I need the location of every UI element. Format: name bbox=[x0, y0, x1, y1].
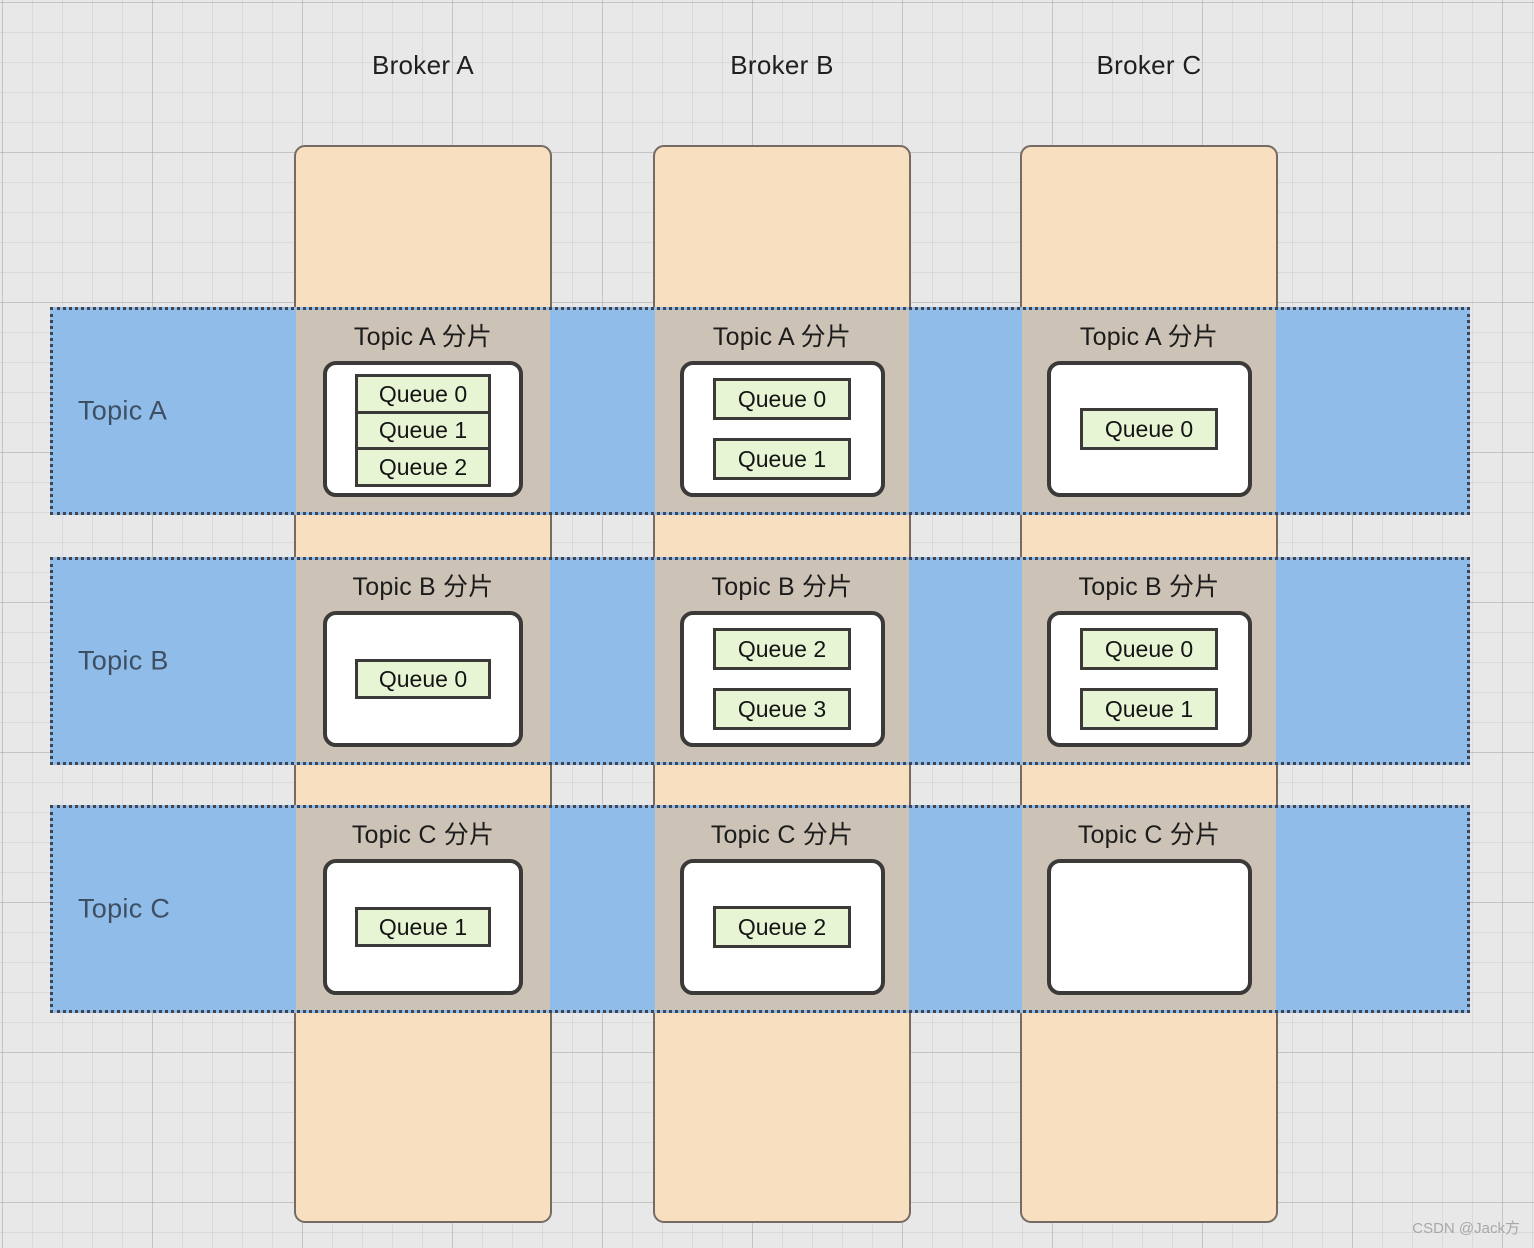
queue-box[interactable]: Queue 2 bbox=[713, 906, 851, 948]
shard-title: Topic C 分片 bbox=[710, 821, 854, 849]
queue-box[interactable]: Queue 0 bbox=[355, 374, 491, 415]
queue-box[interactable]: Queue 1 bbox=[355, 907, 491, 947]
queue-stack: Queue 0 bbox=[1080, 408, 1218, 450]
topic-label-a: Topic A bbox=[78, 395, 168, 426]
shard-title: Topic A 分片 bbox=[1079, 323, 1219, 351]
queue-stack: Queue 0 Queue 1 bbox=[713, 378, 851, 480]
shard-title: Topic C 分片 bbox=[351, 821, 495, 849]
queue-box[interactable]: Queue 3 bbox=[713, 688, 851, 730]
broker-label-b: Broker B bbox=[730, 50, 834, 80]
queue-box[interactable]: Queue 0 bbox=[355, 659, 491, 699]
queue-box[interactable]: Queue 2 bbox=[713, 628, 851, 670]
queue-box[interactable]: Queue 0 bbox=[1080, 628, 1218, 670]
queue-stack: Queue 2 Queue 3 bbox=[713, 628, 851, 730]
queue-stack: Queue 1 bbox=[355, 907, 491, 947]
shard-b-broker-c: Topic B 分片 Queue 0 Queue 1 bbox=[1020, 557, 1278, 765]
shard-container: Queue 0 Queue 1 bbox=[679, 361, 885, 497]
shard-title: Topic B 分片 bbox=[711, 573, 853, 601]
queue-box[interactable]: Queue 0 bbox=[1080, 408, 1218, 450]
topic-label-c: Topic C bbox=[78, 893, 171, 924]
shard-container: Queue 0 bbox=[323, 611, 523, 747]
shard-container: Queue 0 bbox=[1046, 361, 1252, 497]
queue-box[interactable]: Queue 1 bbox=[1080, 688, 1218, 730]
queue-box[interactable]: Queue 0 bbox=[713, 378, 851, 420]
shard-c-broker-c: Topic C 分片 bbox=[1020, 805, 1278, 1013]
shard-title: Topic C 分片 bbox=[1077, 821, 1221, 849]
shard-container: Queue 2 bbox=[679, 859, 885, 995]
broker-label-a: Broker A bbox=[371, 50, 475, 80]
queue-stack: Queue 2 bbox=[713, 906, 851, 948]
shard-title: Topic A 分片 bbox=[353, 323, 493, 351]
queue-stack: Queue 0 bbox=[355, 659, 491, 699]
watermark: CSDN @Jack方 bbox=[1412, 1220, 1520, 1237]
shard-b-broker-a: Topic B 分片 Queue 0 bbox=[294, 557, 552, 765]
shard-container: Queue 2 Queue 3 bbox=[679, 611, 885, 747]
shard-container: Queue 0 Queue 1 bbox=[1046, 611, 1252, 747]
shard-container: Queue 1 bbox=[323, 859, 523, 995]
shard-title: Topic A 分片 bbox=[712, 323, 852, 351]
shard-a-broker-b: Topic A 分片 Queue 0 Queue 1 bbox=[653, 307, 911, 515]
shard-title: Topic B 分片 bbox=[1078, 573, 1220, 601]
shard-container bbox=[1046, 859, 1252, 995]
shard-c-broker-b: Topic C 分片 Queue 2 bbox=[653, 805, 911, 1013]
shard-a-broker-c: Topic A 分片 Queue 0 bbox=[1020, 307, 1278, 515]
broker-label-c: Broker C bbox=[1096, 50, 1202, 80]
queue-box[interactable]: Queue 1 bbox=[355, 410, 491, 451]
topic-label-b: Topic B bbox=[78, 645, 169, 676]
shard-title: Topic B 分片 bbox=[352, 573, 494, 601]
queue-box[interactable]: Queue 2 bbox=[355, 447, 491, 488]
shard-c-broker-a: Topic C 分片 Queue 1 bbox=[294, 805, 552, 1013]
queue-box[interactable]: Queue 1 bbox=[713, 438, 851, 480]
shard-b-broker-b: Topic B 分片 Queue 2 Queue 3 bbox=[653, 557, 911, 765]
queue-stack: Queue 0 Queue 1 bbox=[1080, 628, 1218, 730]
